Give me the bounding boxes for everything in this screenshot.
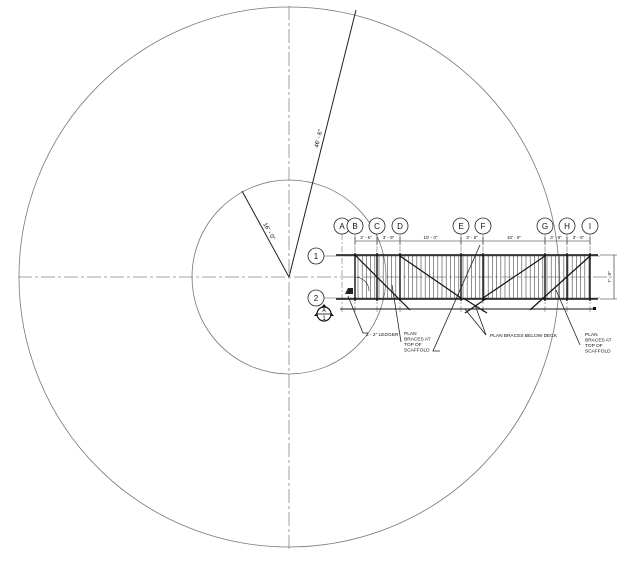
plan-brace bbox=[529, 255, 591, 311]
bay-dimension: 3' - 6" bbox=[360, 235, 372, 240]
grid-bubble-C bbox=[368, 217, 386, 235]
note-line: TOP OF bbox=[404, 342, 422, 348]
width-dimension: 7' - 0" bbox=[607, 271, 612, 283]
plan-brace bbox=[464, 297, 488, 314]
ledger-note: 2 - 2" LEDGER bbox=[366, 332, 399, 338]
bay-dimension: 3' - 9" bbox=[466, 235, 478, 240]
ledger-bracket bbox=[345, 288, 353, 294]
note-line: PLAN bbox=[585, 332, 598, 338]
note-line: TOP OF bbox=[585, 343, 603, 349]
bay-dimension: 10' - 0" bbox=[424, 235, 438, 240]
note-line: SCAFFOLD bbox=[404, 348, 430, 354]
plan-brace bbox=[399, 255, 462, 299]
grid-label-D: D bbox=[397, 222, 403, 231]
plan-brace bbox=[354, 254, 411, 311]
grid-bubble-D bbox=[391, 217, 409, 235]
grid-bubble-2 bbox=[307, 289, 325, 307]
swing-arc bbox=[354, 276, 370, 292]
grid-label-H: H bbox=[564, 222, 570, 231]
grid-label-I: I bbox=[589, 222, 591, 231]
grid-label-A: A bbox=[339, 222, 345, 231]
note-line: SCAFFOLD bbox=[585, 349, 611, 355]
grid-label-B: B bbox=[352, 222, 357, 231]
svg-text:A: A bbox=[322, 308, 326, 314]
bay-dimension: 3' - 9" bbox=[550, 235, 562, 240]
leader-lines bbox=[347, 244, 581, 352]
note-line: BRACES AT bbox=[585, 338, 612, 344]
bay-dimension: 3' - 9" bbox=[383, 235, 395, 240]
grid-bubble-I bbox=[581, 217, 599, 235]
ledger-end bbox=[593, 307, 596, 310]
note-line: PLAN bbox=[404, 331, 417, 337]
braces-below-note: PLAN BRACES BELOW DECK bbox=[490, 333, 558, 339]
grid-bubble-F bbox=[474, 217, 492, 235]
grid-bubble-1 bbox=[307, 247, 325, 265]
centerlines bbox=[18, 6, 612, 549]
dimension-strings: 3' - 6" 3' - 9" 10' - 0" 3' - 9" 10' - 0" 3' … bbox=[354, 235, 617, 300]
bay-dimension: 10' - 0" bbox=[507, 235, 521, 240]
bay-dimension: 3' - 6" bbox=[573, 235, 585, 240]
grid-label-C: C bbox=[374, 222, 380, 231]
grid-bubble-G bbox=[536, 217, 554, 235]
svg-text:1: 1 bbox=[322, 316, 326, 322]
grid-label-G: G bbox=[542, 222, 548, 231]
grid-label-F: F bbox=[481, 222, 486, 231]
note-line: BRACES AT bbox=[404, 337, 431, 343]
outer-radius-label: 46' - 6" bbox=[314, 129, 324, 149]
plan-brace bbox=[482, 255, 546, 299]
grid-label-1: 1 bbox=[314, 252, 319, 261]
grid-bubble-E bbox=[452, 217, 470, 235]
grid-label-2: 2 bbox=[314, 294, 319, 303]
grid-label-E: E bbox=[458, 222, 463, 231]
scaffold-plan bbox=[336, 253, 598, 314]
section-marker: A 1 bbox=[314, 304, 334, 322]
grid-bubble-H bbox=[558, 217, 576, 235]
radius-lines bbox=[241, 9, 357, 278]
grid-bubble-B bbox=[346, 217, 364, 235]
